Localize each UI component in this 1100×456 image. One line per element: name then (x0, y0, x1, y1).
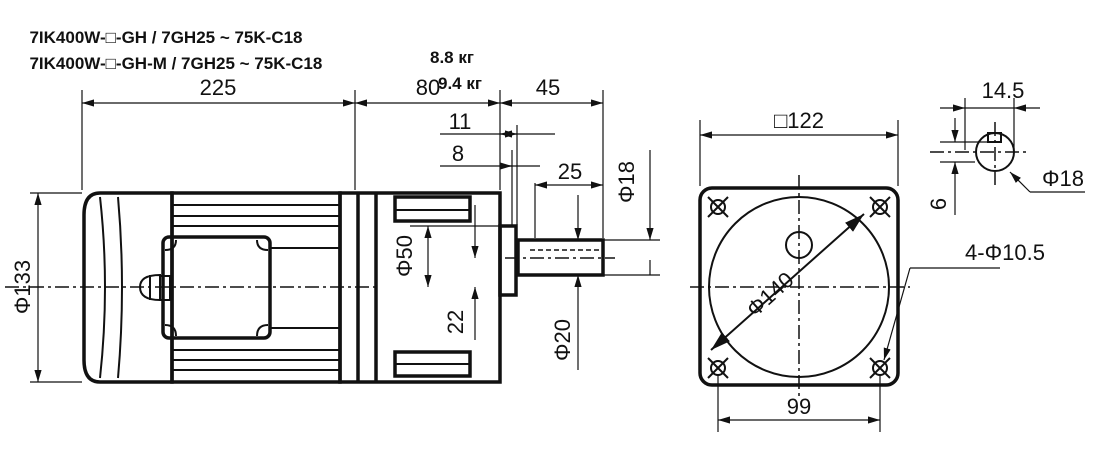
dim-phi50: Φ50 (392, 235, 417, 277)
terminal-box (161, 235, 272, 340)
side-view (5, 191, 615, 384)
cable-gland (138, 273, 161, 302)
flange (498, 224, 518, 297)
dim-phi133: Φ133 (10, 260, 35, 314)
dim-phi18: Φ18 (614, 161, 639, 203)
dim-8: 8 (452, 141, 464, 166)
dim-45: 45 (536, 75, 560, 100)
dim-99: 99 (787, 394, 811, 419)
dim-6: 6 (926, 198, 951, 210)
model-name: 7IK400W-□-GH / 7GH25 ~ 75K-C18 (29, 28, 303, 47)
model-name: 7IK400W-□-GH-M / 7GH25 ~ 75K-C18 (29, 54, 323, 73)
dim-holes: 4-Φ10.5 (965, 240, 1045, 265)
side-dimensions (30, 90, 660, 383)
dim-square-122: □122 (774, 108, 824, 133)
header-line-2: 7IK400W-□-GH-M / 7GH25 ~ 75K-C18 9.4 кг (20, 34, 482, 114)
dim-22: 22 (443, 310, 468, 334)
dim-80: 80 (416, 75, 440, 100)
dim-phi20: Φ20 (550, 319, 575, 361)
cooling-fins (172, 204, 340, 371)
dim-11: 11 (449, 109, 472, 134)
weight: 8.8 кг (430, 48, 474, 67)
weight: 9.4 кг (438, 74, 482, 93)
dim-phi140: Φ140 (741, 267, 798, 322)
dim-phi18-detail: Φ18 (1042, 166, 1084, 191)
shaft-detail: 14.5 6 Φ18 (926, 78, 1085, 215)
front-view: □122 99 Φ140 4-Φ10.5 (690, 108, 1045, 432)
fan-cover (82, 191, 174, 384)
header-line-1: 7IK400W-□-GH / 7GH25 ~ 75K-C18 8.8 кг (20, 8, 474, 88)
dim-25: 25 (558, 159, 582, 184)
dim-14-5: 14.5 (982, 78, 1025, 103)
dim-225: 225 (200, 75, 237, 100)
